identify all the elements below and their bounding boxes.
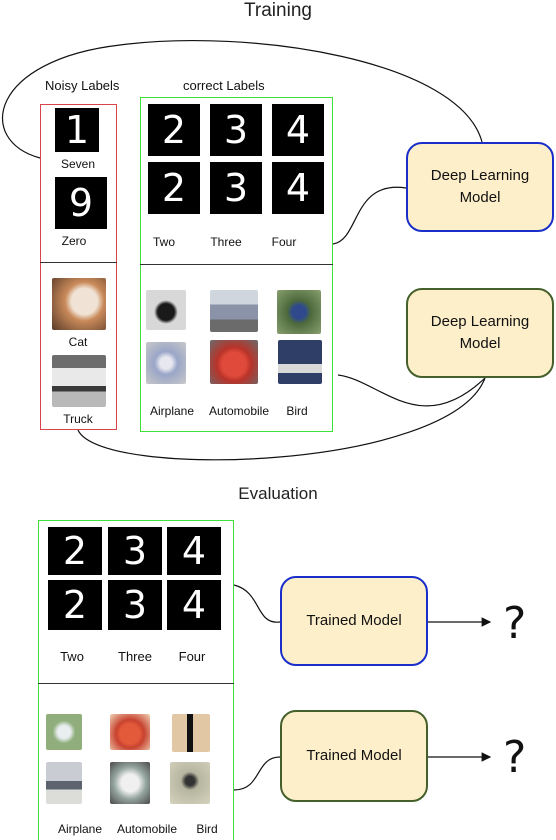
correct-mnist-image-4: 2 <box>148 162 200 214</box>
correct-mnist-label-two: Two <box>152 235 175 249</box>
noisy-labels-divider <box>40 262 117 263</box>
correct-cifar-image-airplane-1 <box>146 290 186 330</box>
eval-mnist-label-two: Two <box>60 649 84 664</box>
eval-cifar-image-automobile-2 <box>110 762 150 804</box>
trained-model-mnist: Trained Model <box>280 576 428 666</box>
result-unknown-mnist: ? <box>503 598 527 649</box>
noisy-mnist-image-1: 1 <box>55 108 99 152</box>
model-cifar-line-1: Deep Learning <box>430 313 530 330</box>
correct-cifar-label-bird: Bird <box>286 404 308 418</box>
noisy-labels-header: Noisy Labels <box>45 78 120 93</box>
correct-mnist-image-5: 3 <box>210 162 262 214</box>
eval-mnist-label-four: Four <box>178 649 206 664</box>
eval-mnist-image-4: 2 <box>48 580 102 630</box>
noisy-mnist-label-1: Seven <box>60 157 96 171</box>
correct-mnist-image-3: 4 <box>272 104 324 156</box>
training-title: Training <box>244 0 312 21</box>
eval-cifar-label-bird: Bird <box>196 822 218 836</box>
evaluation-divider <box>38 683 234 684</box>
noisy-mnist-image-2: 9 <box>55 177 107 229</box>
noisy-cifar-label-truck: Truck <box>63 412 93 426</box>
correct-mnist-label-three: Three <box>210 235 242 249</box>
curve-eval-cifar-to-model <box>233 756 281 791</box>
eval-mnist-image-2: 3 <box>108 527 162 575</box>
correct-labels-header: correct Labels <box>183 78 265 93</box>
eval-cifar-image-bird-2 <box>170 762 210 804</box>
eval-mnist-image-6: 4 <box>167 580 221 630</box>
correct-cifar-image-automobile-1 <box>210 290 258 332</box>
result-unknown-cifar: ? <box>503 732 527 783</box>
correct-mnist-label-four: Four <box>271 235 297 249</box>
eval-mnist-image-5: 3 <box>108 580 162 630</box>
eval-cifar-image-airplane-2 <box>46 762 82 804</box>
correct-mnist-image-1: 2 <box>148 104 200 156</box>
eval-cifar-label-automobile: Automobile <box>116 822 178 836</box>
eval-mnist-image-3: 4 <box>167 527 221 575</box>
correct-cifar-image-automobile-2 <box>210 340 258 384</box>
curve-eval-mnist-to-model <box>233 584 281 623</box>
model-cifar-line-2: Model <box>459 335 501 352</box>
eval-cifar-image-airplane-1 <box>46 714 82 750</box>
evaluation-title: Evaluation <box>238 484 318 503</box>
curve-noisy-cifar-to-model <box>77 377 486 461</box>
correct-cifar-label-airplane: Airplane <box>149 404 195 418</box>
correct-cifar-label-automobile: Automobile <box>208 404 270 418</box>
correct-mnist-image-2: 3 <box>210 104 262 156</box>
noisy-cifar-label-cat: Cat <box>68 335 88 349</box>
eval-mnist-image-1: 2 <box>48 527 102 575</box>
eval-mnist-label-three: Three <box>118 649 152 664</box>
correct-labels-divider <box>140 264 333 265</box>
eval-cifar-label-airplane: Airplane <box>57 822 103 836</box>
correct-cifar-image-bird-2 <box>278 340 322 384</box>
curve-correct-cifar-to-model <box>337 374 486 407</box>
noisy-cifar-image-truck <box>52 355 106 407</box>
model-mnist-line-1: Deep Learning <box>430 167 530 184</box>
eval-cifar-image-bird-1 <box>172 714 210 752</box>
noisy-labels-box <box>40 104 117 430</box>
correct-cifar-image-airplane-2 <box>146 342 186 384</box>
evaluation-box <box>38 520 234 840</box>
correct-mnist-image-6: 4 <box>272 162 324 214</box>
curve-correct-mnist-to-model <box>332 186 407 245</box>
curve-noisy-mnist-to-model <box>2 40 483 159</box>
noisy-mnist-label-2: Zero <box>61 234 87 248</box>
eval-cifar-image-automobile-1 <box>110 714 150 750</box>
noisy-cifar-image-cat <box>52 278 106 330</box>
model-mnist-line-2: Model <box>459 189 501 206</box>
trained-model-cifar: Trained Model <box>280 710 428 802</box>
correct-cifar-image-bird-1 <box>277 290 321 334</box>
